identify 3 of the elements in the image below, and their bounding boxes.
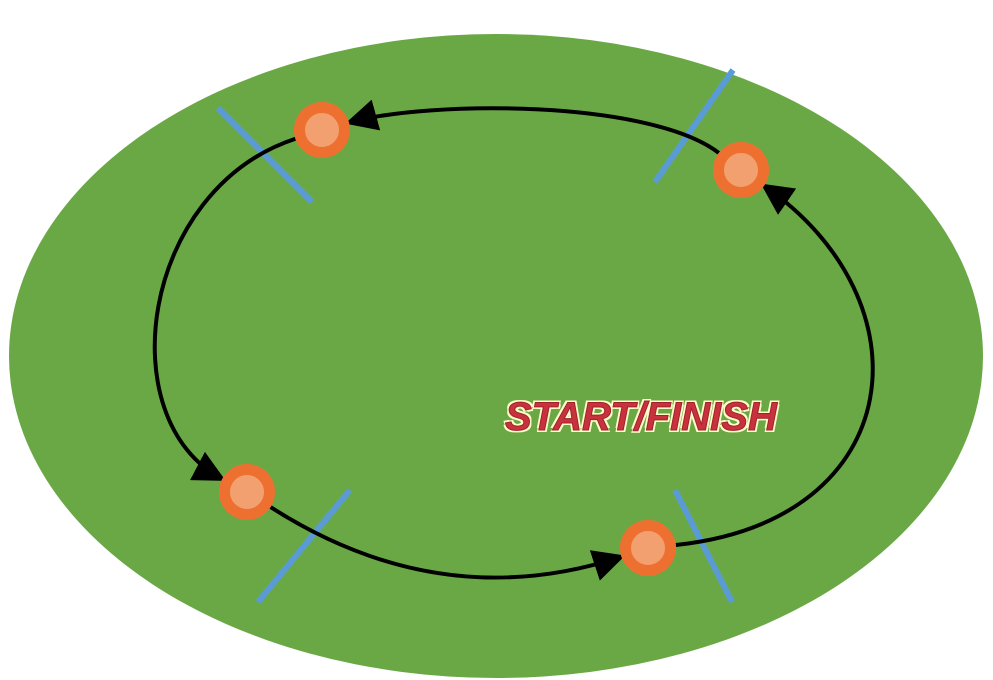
arrow (675, 183, 874, 547)
start-finish-label: START/FINISH (505, 395, 777, 440)
arrow (152, 136, 296, 482)
